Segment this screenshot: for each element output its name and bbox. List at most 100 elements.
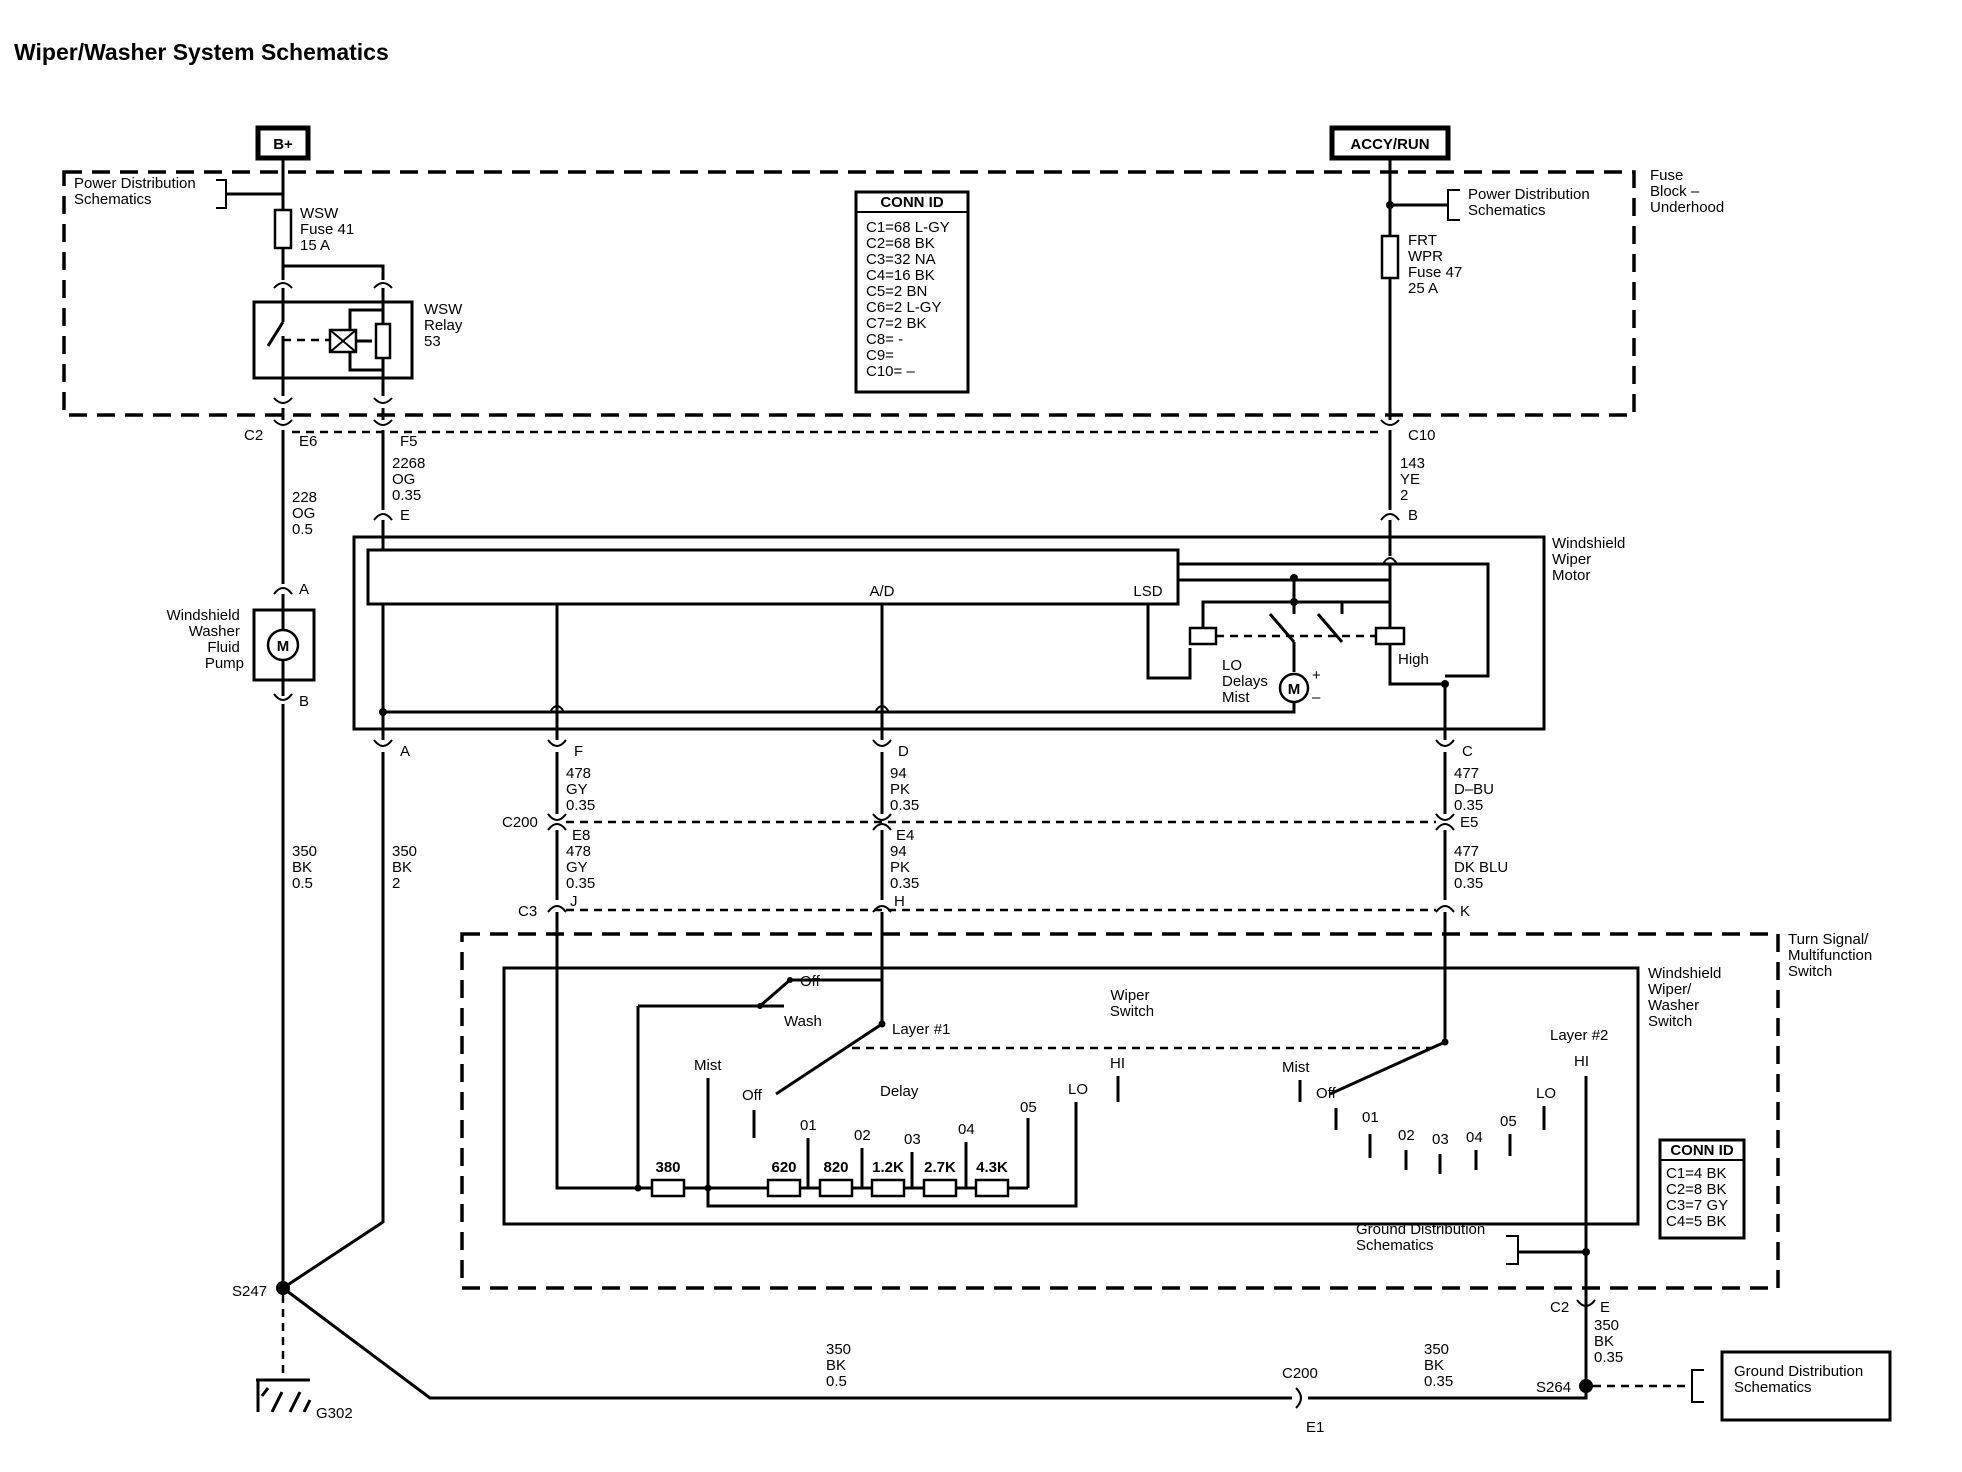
label-c200: C200: [502, 814, 538, 831]
wiper-washer-switch-label: Windshield Wiper/ Washer Switch: [1648, 965, 1726, 1030]
wire-350-a-label: 350 BK 2: [392, 843, 421, 892]
conn-id-header: CONN ID: [880, 194, 944, 211]
label-e: E: [400, 507, 410, 524]
motor-splice-2: [1290, 598, 1298, 606]
label-e8: E8: [572, 827, 590, 844]
wiper-motor-m: M: [1288, 681, 1301, 698]
label-s264: S264: [1536, 1379, 1571, 1396]
switch-conn-id-lines: C1=4 BK C2=8 BK C3=7 GY C4=5 BK: [1666, 1165, 1732, 1230]
wire-477a-label: 477 D–BU 0.35: [1454, 765, 1498, 814]
accy-run-label: ACCY/RUN: [1350, 136, 1429, 153]
wash-switch-blade: [759, 978, 791, 1008]
right-power-distribution-ref: Power Distribution Schematics: [1468, 186, 1594, 219]
switch-conn-id: [1658, 1138, 1746, 1240]
wire-143-label: 143 YE 2: [1400, 455, 1429, 504]
label-c200-bottom: C200: [1282, 1365, 1318, 1382]
resistor-1-2k-label: 1.2K: [872, 1159, 904, 1176]
label-e1: E1: [1306, 1419, 1324, 1436]
bus-hop-d: [874, 705, 890, 713]
relay-diode-resistor: [374, 322, 392, 360]
fuse-block-exits: [281, 408, 385, 420]
label-a: A: [400, 743, 410, 760]
label-c2: C2: [244, 427, 263, 444]
off-right-label: Off: [1316, 1085, 1337, 1102]
high-to-c: [1388, 644, 1447, 740]
wash-contact: [757, 1003, 763, 1009]
relay-coil-return: [348, 352, 383, 372]
switch-ground-bracket: [1506, 1235, 1519, 1265]
label-s247: S247: [232, 1283, 267, 1300]
lo-delays-mist-label: LO Delays Mist: [1222, 657, 1272, 706]
wash-label: Wash: [784, 1013, 822, 1030]
wire-350-gnd2-label: 350 BK 0.35: [1424, 1341, 1453, 1390]
wire-228-label: 228 OG 0.5: [292, 489, 321, 538]
page-title: Wiper/Washer System Schematics: [14, 39, 389, 65]
label-pump-a: A: [299, 581, 309, 598]
left-ref-bracket: [216, 179, 227, 209]
delay-label: Delay: [880, 1083, 919, 1100]
resistor-4-3k: [974, 1178, 1010, 1198]
wire-2268-label: 2268 OG 0.35: [392, 455, 430, 504]
pump-conn-b: [273, 693, 293, 701]
c3-h: [872, 905, 892, 913]
c200-e5-bottom: [1435, 813, 1455, 821]
wiper-motor-symbol: [1278, 672, 1310, 704]
bus-dot-a: [379, 708, 387, 716]
motor-conn-c: [1435, 739, 1455, 747]
windshield-wiper-washer-switch: [502, 966, 1640, 1226]
layer1-label: Layer #1: [892, 1021, 950, 1038]
high-splice: [1441, 680, 1449, 688]
relay-coil-wire: [348, 288, 385, 343]
wsw-relay-label: WSW Relay 53: [424, 301, 467, 350]
pos-l-02: 02: [854, 1127, 871, 1144]
label-c3: C3: [518, 903, 537, 920]
fuse-block-label: Fuse Block – Underhood: [1650, 167, 1724, 216]
lo-left-label: LO: [1068, 1081, 1088, 1098]
resistor-620-label: 620: [771, 1159, 796, 1176]
pos-l-04: 04: [958, 1121, 975, 1138]
f5-connector: [373, 419, 393, 426]
label-k: K: [1460, 903, 1470, 920]
c2-e6-connector: [273, 419, 293, 426]
wiper-motor-module: [366, 548, 1180, 606]
wash-off-wire: [790, 978, 884, 1002]
hi-left-label: HI: [1110, 1055, 1125, 1072]
wire-350-bk-ground-main: [282, 1286, 1292, 1400]
motor-ground-bus: [383, 690, 1296, 714]
pos-l-05: 05: [1020, 1099, 1037, 1116]
fuse-block-conn-id: [854, 190, 970, 394]
label-f: F: [574, 743, 583, 760]
lo-coil-feed: [1201, 600, 1390, 628]
resistor-2-7k-label: 2.7K: [924, 1159, 956, 1176]
ground-ref-bracket: [1691, 1369, 1704, 1403]
mist-right-label: Mist: [1282, 1059, 1310, 1076]
label-f5: F5: [400, 433, 418, 450]
ground-distribution-label: Ground Distribution Schematics: [1734, 1363, 1867, 1396]
label-e-bottom: E: [1600, 1299, 1610, 1316]
relay-conn-arc-left-top: [273, 282, 293, 289]
lsd-label: LSD: [1133, 583, 1162, 600]
c3-k: [1435, 905, 1455, 913]
c200-e4-bottom: [872, 813, 892, 821]
c200-e8-bottom: [547, 813, 567, 821]
wire-350-bk-2: [282, 752, 385, 1290]
wsw-fuse-41: [273, 208, 293, 250]
turn-signal-multifunction-switch: [460, 932, 1780, 1290]
wire-94b-label: 94 PK 0.35: [890, 843, 919, 892]
motor-conn-d: [872, 739, 892, 747]
pump-m: M: [277, 638, 290, 655]
g302-ground-symbol: [256, 1380, 312, 1413]
ladder-junction-mist: [704, 1184, 712, 1192]
pos-r-02: 02: [1398, 1127, 1415, 1144]
pump-motor-symbol: [266, 628, 300, 662]
pos-r-03: 03: [1432, 1131, 1449, 1148]
layer2-arm: [1329, 912, 1447, 1096]
layer1-arm: [775, 1022, 883, 1096]
wire-94a-label: 94 PK 0.35: [890, 765, 919, 814]
resistor-820-label: 820: [823, 1159, 848, 1176]
label-g302: G302: [316, 1405, 353, 1422]
bplus-label: B+: [273, 136, 293, 153]
high-label: High: [1398, 651, 1429, 668]
wsw-fuse-41-label: WSW Fuse 41 15 A: [300, 205, 358, 254]
